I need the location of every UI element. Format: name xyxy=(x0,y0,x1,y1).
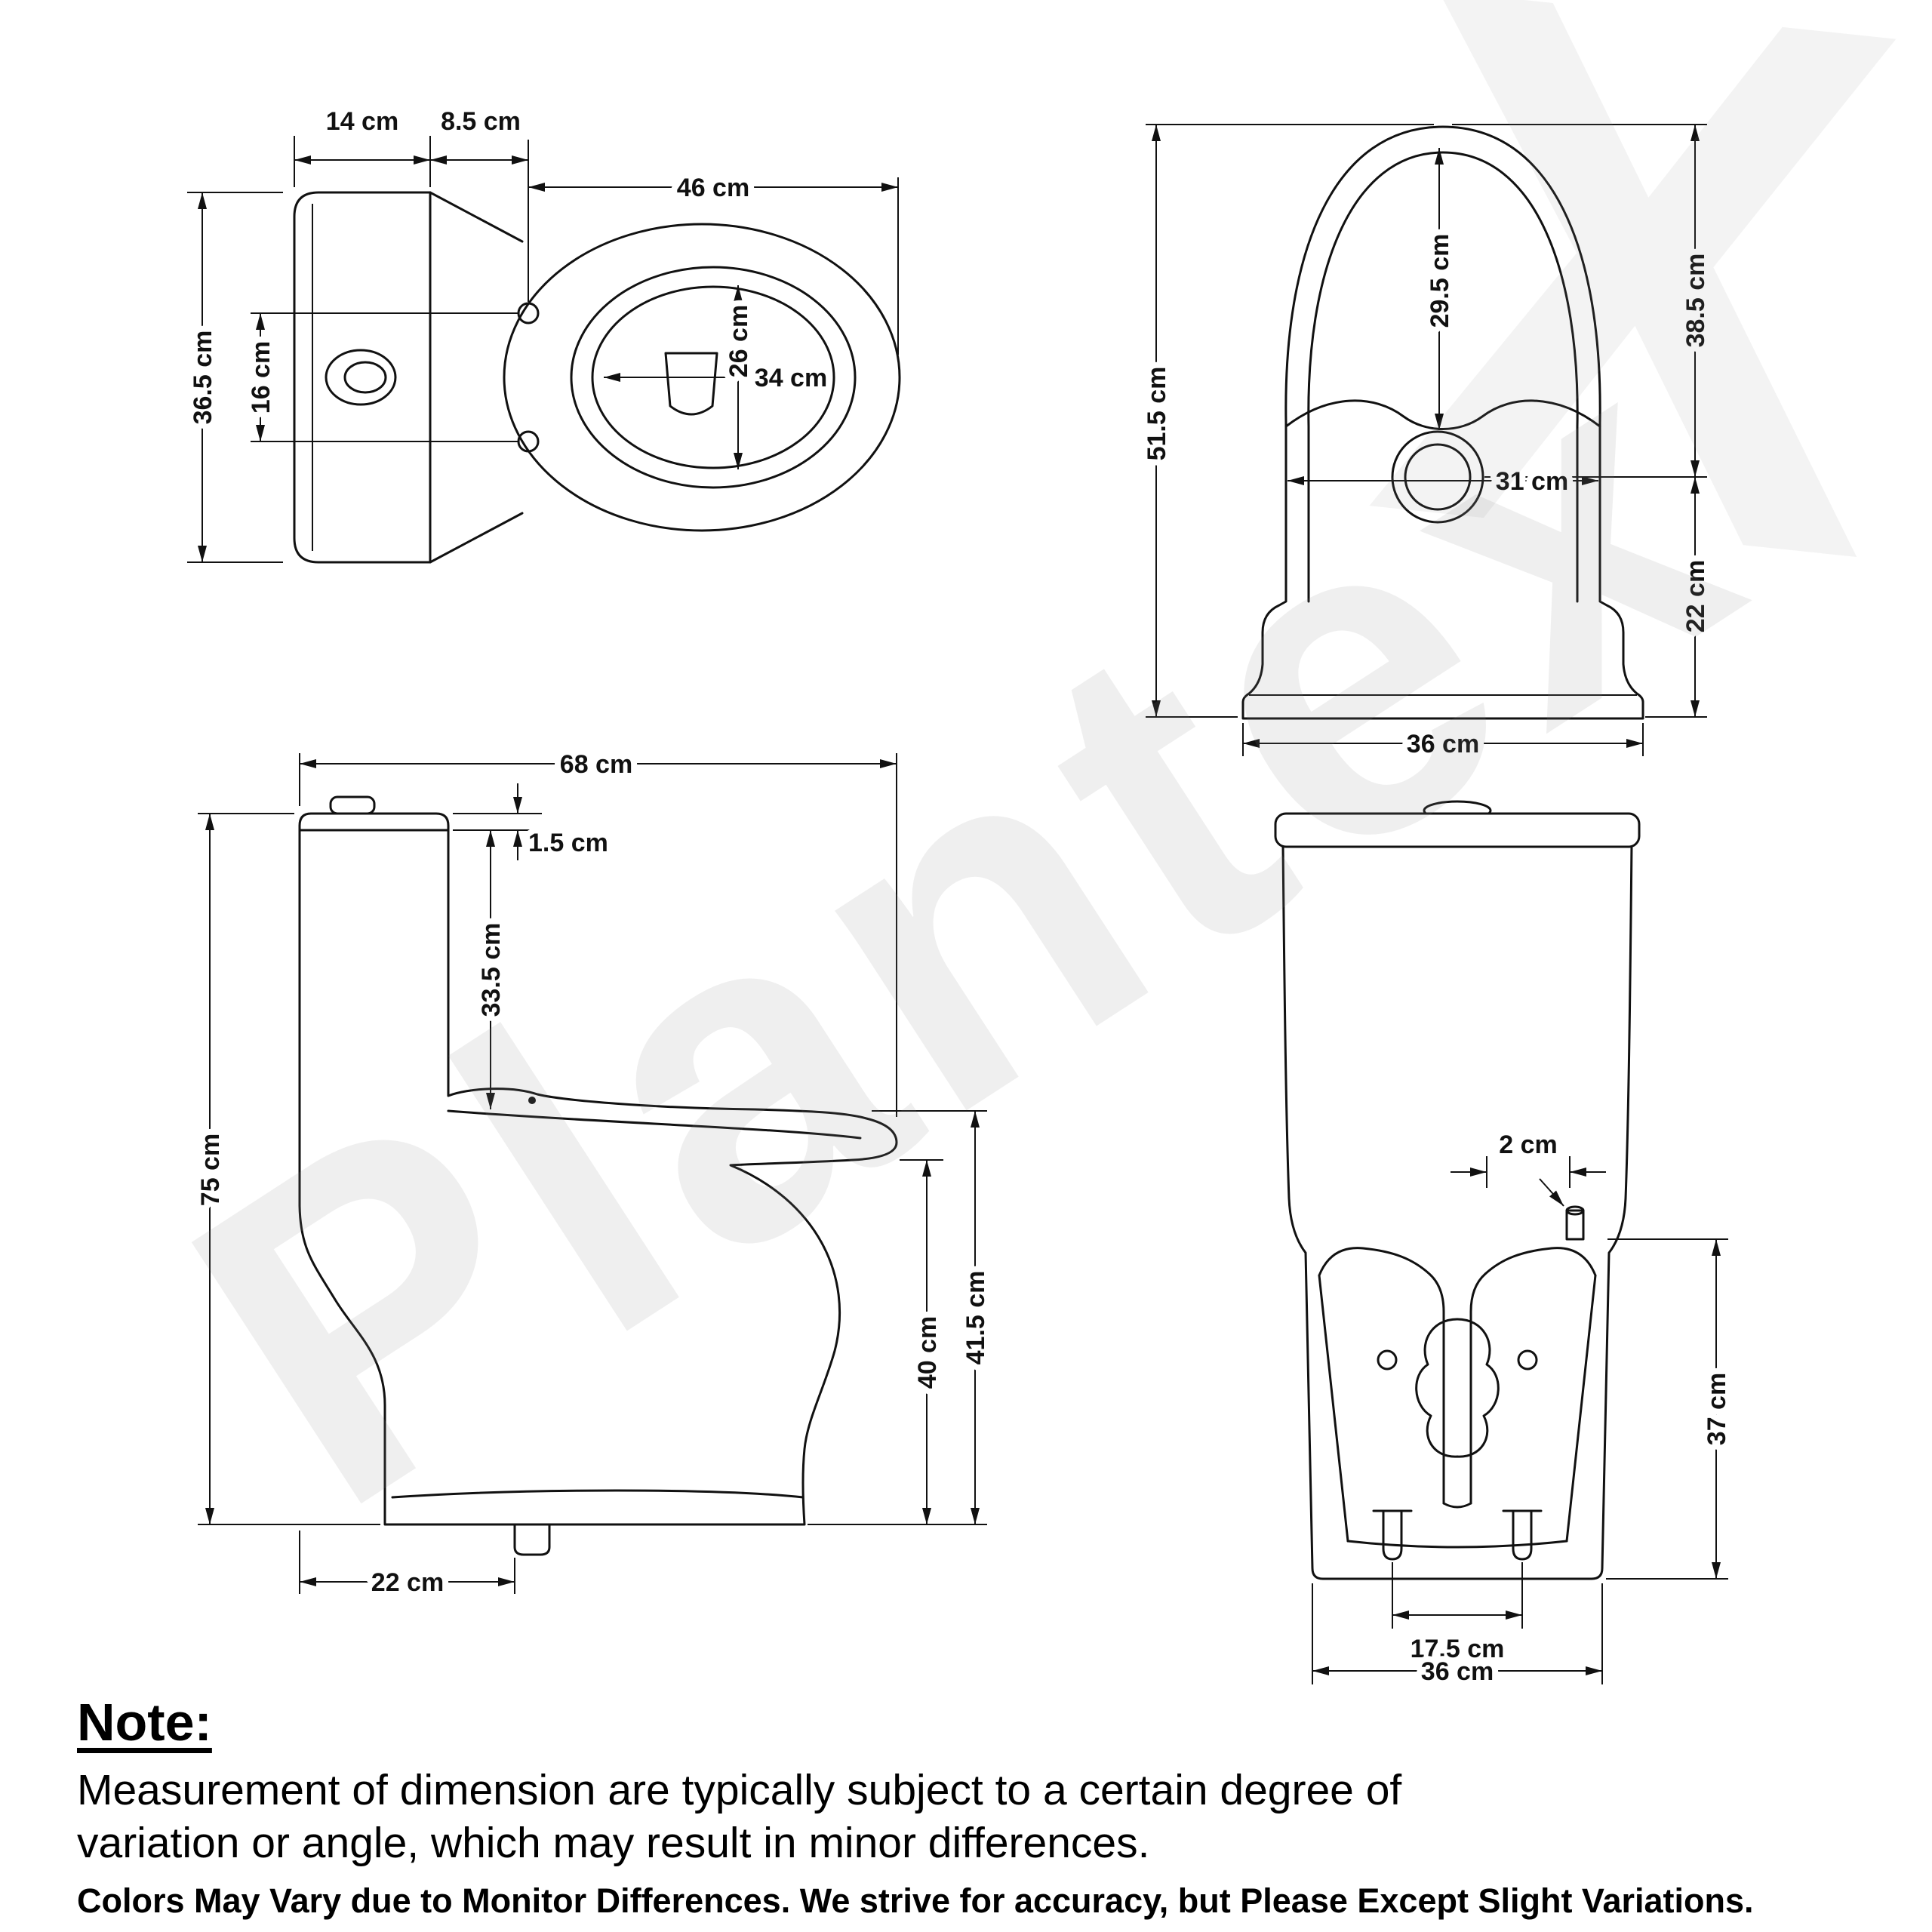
front-overall-height-label: 51.5 cm xyxy=(1143,367,1171,461)
top-hinge-spacing-label: 16 cm xyxy=(247,341,275,414)
mount-hole-right xyxy=(1517,1349,1538,1371)
rear-bolt-spacing-label: 17.5 cm xyxy=(1411,1635,1505,1663)
inlet-hole-inner xyxy=(1404,443,1472,511)
bowl-outline xyxy=(503,223,901,532)
note-title: Note: xyxy=(77,1693,212,1752)
top-overall-width-label: 36.5 cm xyxy=(189,331,217,425)
neck-bottom-edge xyxy=(429,512,524,564)
flush-button-side xyxy=(329,795,376,815)
top-view-dimension-lines xyxy=(198,155,898,562)
tank-front-outline xyxy=(1241,125,1644,720)
rear-lower-height-label: 37 cm xyxy=(1703,1373,1731,1445)
top-view: 14 cm 8.5 cm 46 cm 36.5 cm 16 cm 26 cm 3… xyxy=(183,107,901,564)
flush-button xyxy=(325,349,397,406)
front-base-width-label: 36 cm xyxy=(1407,730,1479,758)
seat-edge-line xyxy=(447,1109,862,1140)
side-view: 68 cm 1.5 cm 33.5 cm 75 cm 41.5 cm 40 cm… xyxy=(190,744,996,1603)
seat-hinge-dot xyxy=(528,1097,536,1104)
side-outlet-offset-label: 22 cm xyxy=(371,1568,444,1597)
rear-view: 2 cm 37 cm 17.5 cm 36 cm xyxy=(1274,800,1737,1692)
note-section: Note: Measurement of dimension are typic… xyxy=(77,1692,1903,1921)
front-upper-height-label: 38.5 cm xyxy=(1681,254,1710,348)
tank-front-inner-wall xyxy=(1307,151,1579,603)
side-lid-thickness-label: 1.5 cm xyxy=(528,829,608,857)
side-view-extension-lines xyxy=(198,753,987,1594)
top-tank-to-bowl-label: 8.5 cm xyxy=(441,107,521,136)
side-overall-depth-label: 68 cm xyxy=(560,750,632,779)
front-inlet-width-label: 31 cm xyxy=(1496,467,1568,496)
rear-body-outline xyxy=(1281,844,1633,1580)
note-disclaimer: Colors May Vary due to Monitor Differenc… xyxy=(77,1881,1754,1921)
hinge-hole-bottom xyxy=(517,430,540,453)
note-line-2: variation or angle, which may result in … xyxy=(77,1818,1150,1867)
tank-outline-top xyxy=(293,191,432,564)
rear-view-dimension-lines xyxy=(1312,1168,1721,1675)
top-tank-width-label: 14 cm xyxy=(326,107,398,136)
side-rim-height-label: 40 cm xyxy=(913,1316,942,1389)
base-seam-line xyxy=(391,1489,804,1499)
seat-ring-inner xyxy=(591,285,835,469)
neck-top-edge xyxy=(429,191,524,243)
rear-base-width-label: 36 cm xyxy=(1421,1657,1494,1686)
front-lower-height-label: 22 cm xyxy=(1681,560,1710,632)
front-view: 51.5 cm 29.5 cm 38.5 cm 22 cm 31 cm 36 c… xyxy=(1137,124,1716,764)
side-overall-height-label: 75 cm xyxy=(196,1134,225,1206)
flush-button-inner xyxy=(343,361,387,394)
water-seam-wave xyxy=(1284,399,1601,430)
bolt-slot-right xyxy=(1502,1509,1543,1561)
tank-lid-rear xyxy=(1274,812,1641,848)
inlet-cup xyxy=(664,352,718,416)
toilet-profile-outline xyxy=(298,812,898,1526)
rear-internal-details xyxy=(1318,1205,1597,1561)
top-opening-length-label: 34 cm xyxy=(755,364,827,392)
mount-hole-left xyxy=(1377,1349,1398,1371)
trapway-blob xyxy=(1415,1318,1500,1458)
side-tank-height-label: 33.5 cm xyxy=(477,923,506,1017)
drain-stub xyxy=(513,1523,551,1556)
note-line-1: Measurement of dimension are typically s… xyxy=(77,1766,1402,1814)
side-view-dimension-lines xyxy=(205,759,980,1586)
front-view-dimension-lines xyxy=(1152,125,1700,748)
side-seat-height-label: 41.5 cm xyxy=(961,1271,990,1365)
seat-ring-outer xyxy=(570,266,857,489)
rear-inlet-offset-label: 2 cm xyxy=(1499,1131,1558,1159)
top-opening-width-label: 26 cm xyxy=(724,305,753,377)
hinge-hole-top xyxy=(517,302,540,325)
inlet-pointer-arrow xyxy=(1539,1178,1564,1207)
inlet-nub xyxy=(1565,1209,1585,1241)
top-bowl-length-label: 46 cm xyxy=(677,174,749,202)
bolt-slot-left xyxy=(1372,1509,1413,1561)
front-top-to-inlet-label: 29.5 cm xyxy=(1426,234,1454,328)
